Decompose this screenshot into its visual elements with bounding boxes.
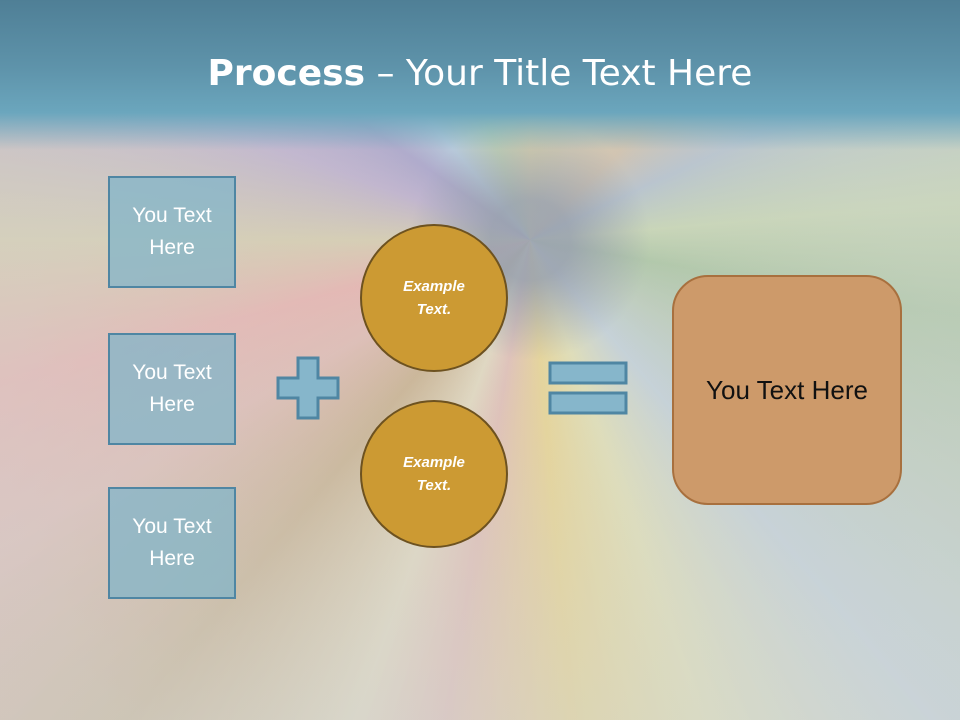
input-box-label: You Text Here bbox=[132, 515, 212, 570]
input-box-label: You Text Here bbox=[132, 204, 212, 259]
title-bold: Process bbox=[207, 53, 366, 94]
equals-icon bbox=[548, 361, 628, 415]
title-rest: – Your Title Text Here bbox=[365, 53, 753, 94]
input-box-3[interactable]: You Text Here bbox=[108, 487, 236, 599]
slide-title: Process – Your Title Text Here bbox=[0, 52, 960, 96]
input-box-2[interactable]: You Text Here bbox=[108, 333, 236, 445]
input-box-1[interactable]: You Text Here bbox=[108, 176, 236, 288]
title-bar bbox=[0, 0, 960, 150]
result-box[interactable]: You Text Here bbox=[672, 275, 902, 505]
plus-icon bbox=[276, 356, 340, 420]
input-box-label: You Text Here bbox=[132, 361, 212, 416]
example-circle-1[interactable]: Example Text. bbox=[360, 224, 508, 372]
circle-label: Example Text. bbox=[403, 278, 465, 318]
circle-label: Example Text. bbox=[403, 454, 465, 494]
example-circle-2[interactable]: Example Text. bbox=[360, 400, 508, 548]
result-label: You Text Here bbox=[706, 374, 868, 405]
